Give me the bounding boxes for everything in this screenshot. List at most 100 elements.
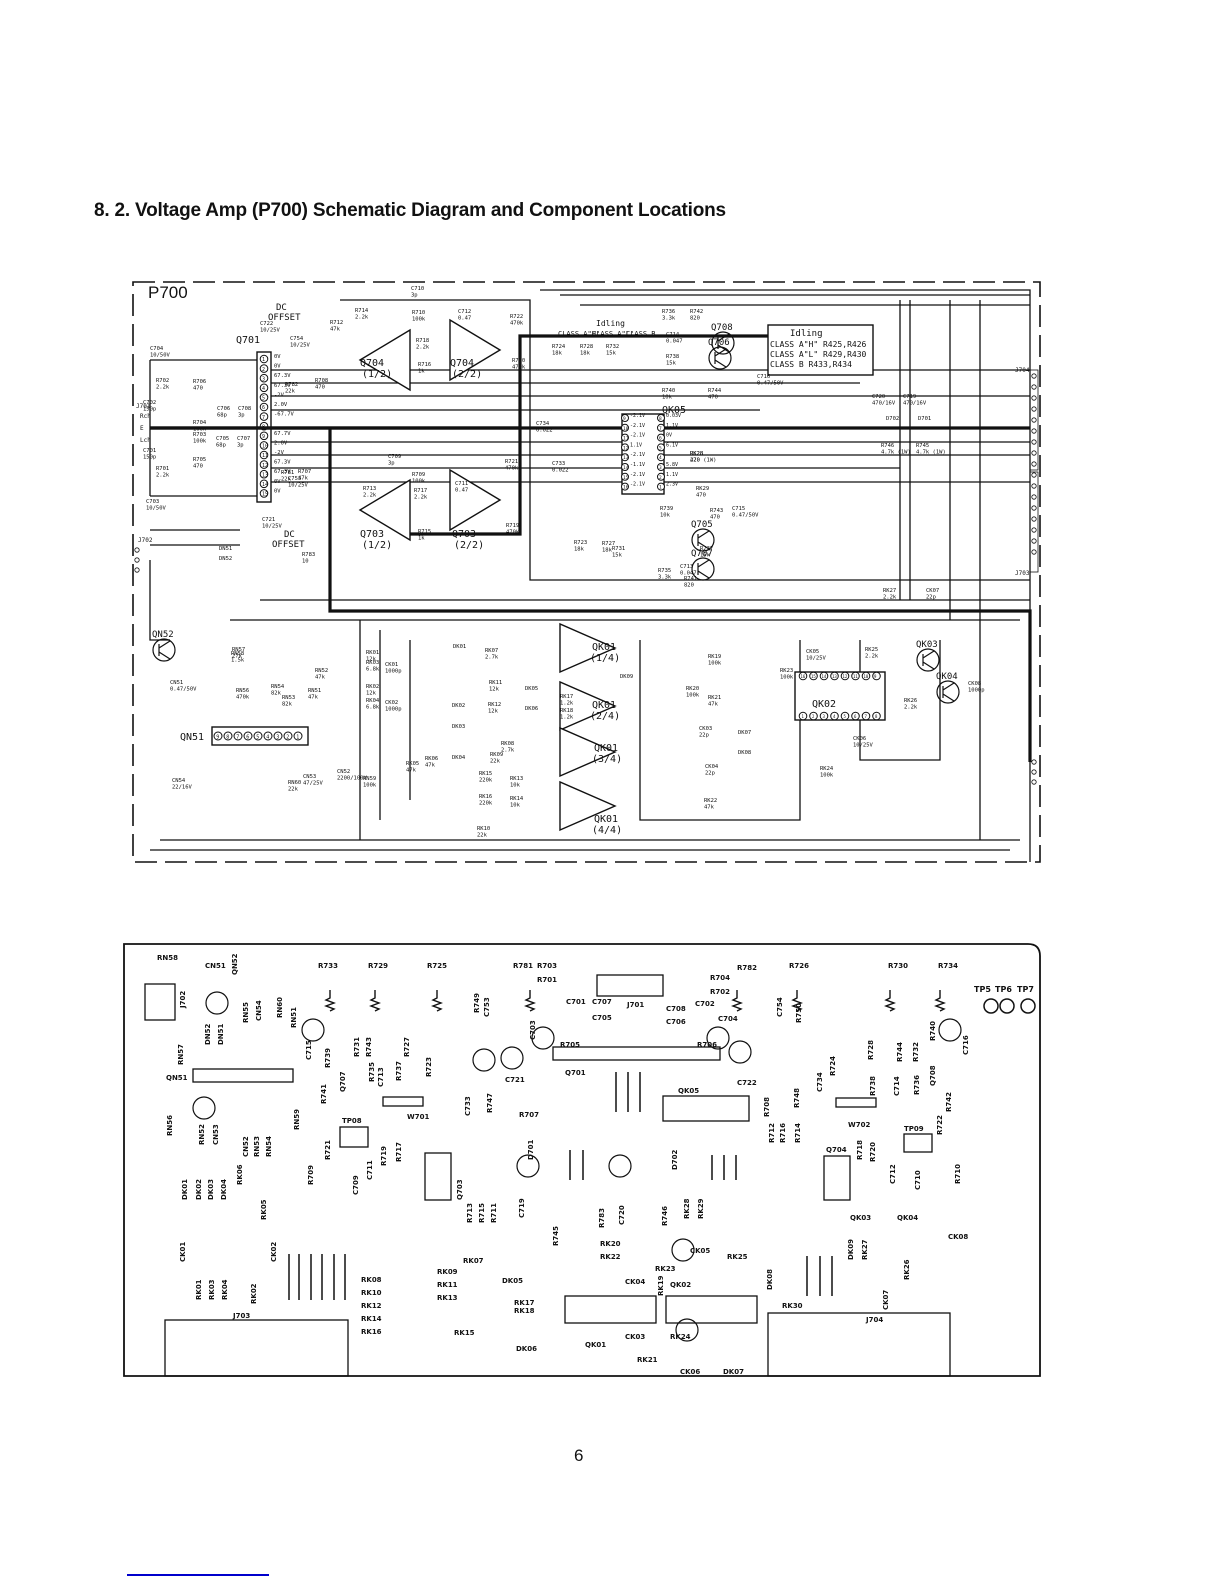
qk05-pin-number: 16 [623, 485, 629, 491]
component-ref: DK09 [620, 674, 633, 680]
component-ref: R735 [658, 568, 671, 574]
q701-pin-voltage: 67.3V [274, 373, 291, 379]
component-value: 470 [315, 385, 325, 391]
pcb-part-label: R722 [936, 1115, 944, 1135]
idling-row-1: CLASS A"H" R425,R426 [770, 340, 867, 349]
qk02-pin [861, 711, 871, 721]
pcb-part-label: RK04 [221, 1279, 229, 1300]
component-ref: R783 [302, 552, 315, 558]
pcb-part-label: RN57 [177, 1044, 185, 1065]
component-ref: R739 [660, 506, 673, 512]
transistor-leads [717, 333, 730, 353]
q701-pin [259, 383, 269, 393]
component-ref: DK04 [452, 755, 466, 761]
component-ref: RN59 [363, 776, 376, 782]
qk05-pin-voltage: 5.8V [666, 462, 678, 468]
component-value: 47k [315, 675, 326, 681]
component-value: 470 [708, 395, 718, 401]
component-value: 3p [411, 293, 418, 299]
j702-pin [134, 547, 140, 553]
qn51-pin-number: 9 [216, 735, 219, 741]
pcb-part-label: D701 [527, 1139, 535, 1160]
component-ref: R708 [315, 378, 328, 384]
qn51-pin-number: 2 [286, 735, 289, 741]
component-value: 470k [505, 466, 519, 472]
qn51-pin-number: 1 [296, 735, 299, 741]
component-ref: RK29 [696, 486, 709, 492]
component-value: 12k [366, 691, 377, 697]
q703-2-label: Q703 [452, 529, 476, 540]
component-ref: C702 [143, 400, 156, 406]
component-ref: CN53 [303, 774, 316, 780]
component-value: 22p [926, 595, 936, 601]
component-ref: R706 [193, 379, 206, 385]
component-value: 0.047 [680, 571, 697, 577]
component-value: 0.47/50V [757, 381, 784, 387]
component-value: 10/25V [806, 656, 827, 662]
qk05-pin-voltage: -2.1V [630, 452, 645, 458]
component-value: 47k [704, 805, 715, 811]
pcb-part-label: D702 [671, 1149, 679, 1170]
trimmer-resistor [369, 990, 381, 1012]
qk02-pin [830, 671, 839, 681]
qk05-pin [621, 472, 629, 481]
pcb-part-label: W702 [848, 1121, 870, 1129]
component-ref: R704 [193, 420, 207, 426]
component-ref: DK06 [525, 706, 538, 712]
component-value: 0.047 [666, 339, 683, 345]
component-value: 100k [363, 783, 377, 789]
qk05-label: QK05 [662, 405, 686, 416]
component-ref: DK07 [738, 730, 751, 736]
transistor-symbol [708, 346, 732, 370]
component-value: 27k [232, 654, 243, 660]
component-ref: R723 [574, 540, 587, 546]
pcb-part-label: C710 [914, 1170, 922, 1190]
qk05-pin [621, 453, 629, 462]
pcb-part-label: DK08 [766, 1269, 774, 1290]
pcb-part-label: R721 [324, 1140, 332, 1160]
qk05-pin [621, 482, 629, 491]
electrolytic-capacitor [192, 1096, 216, 1120]
electrolytic-capacitor [706, 1026, 730, 1050]
pcb-part-label: R745 [552, 1226, 560, 1246]
component-value: 2.2k [414, 495, 428, 501]
component-value: 1k [418, 369, 425, 375]
component-ref: C712 [458, 309, 471, 315]
component-ref: RK05 [406, 761, 419, 767]
component-ref: C701 [143, 448, 156, 454]
pcb-part-label: RK08 [361, 1276, 382, 1284]
component-value: 1.2k [560, 701, 574, 707]
j703-pin [1031, 779, 1037, 785]
q701-pin [259, 412, 269, 421]
j704-pin [1031, 395, 1037, 401]
component-ref: RN53 [282, 695, 295, 701]
component-value: 3p [237, 443, 244, 449]
pcb-part-label: TP09 [904, 1125, 924, 1133]
component-ref: DN52 [219, 556, 232, 562]
pcb-part-label: DK04 [220, 1179, 228, 1200]
footer-link-underline[interactable] [127, 1574, 269, 1576]
board-label: P700 [148, 283, 188, 302]
component-value: 2.2k [363, 493, 377, 499]
component-ref: RN51 [308, 688, 321, 694]
qk02-pin [840, 671, 850, 681]
q701-pin-number: 5 [262, 396, 265, 402]
transistor-label: Q707 [691, 549, 713, 559]
transistor-leads [714, 348, 727, 368]
qk02-pin-number: 10 [864, 674, 869, 679]
q701-pin [259, 393, 269, 402]
pcb-part-label: RK02 [250, 1283, 258, 1304]
component-ref: R722 [510, 314, 523, 320]
component-value: 470k [506, 530, 520, 536]
pcb-part-label: Q708 [929, 1065, 937, 1086]
component-value: 68p [216, 443, 226, 449]
pcb-part-label: C702 [695, 1000, 715, 1008]
pcb-part-label: R743 [365, 1037, 373, 1057]
qk02-pin [851, 711, 860, 721]
pcb-board [123, 943, 1041, 1377]
component-value: 18k [580, 351, 591, 357]
qk05-pin-voltage: 0V [666, 433, 672, 439]
component-value: 12k [488, 709, 499, 715]
